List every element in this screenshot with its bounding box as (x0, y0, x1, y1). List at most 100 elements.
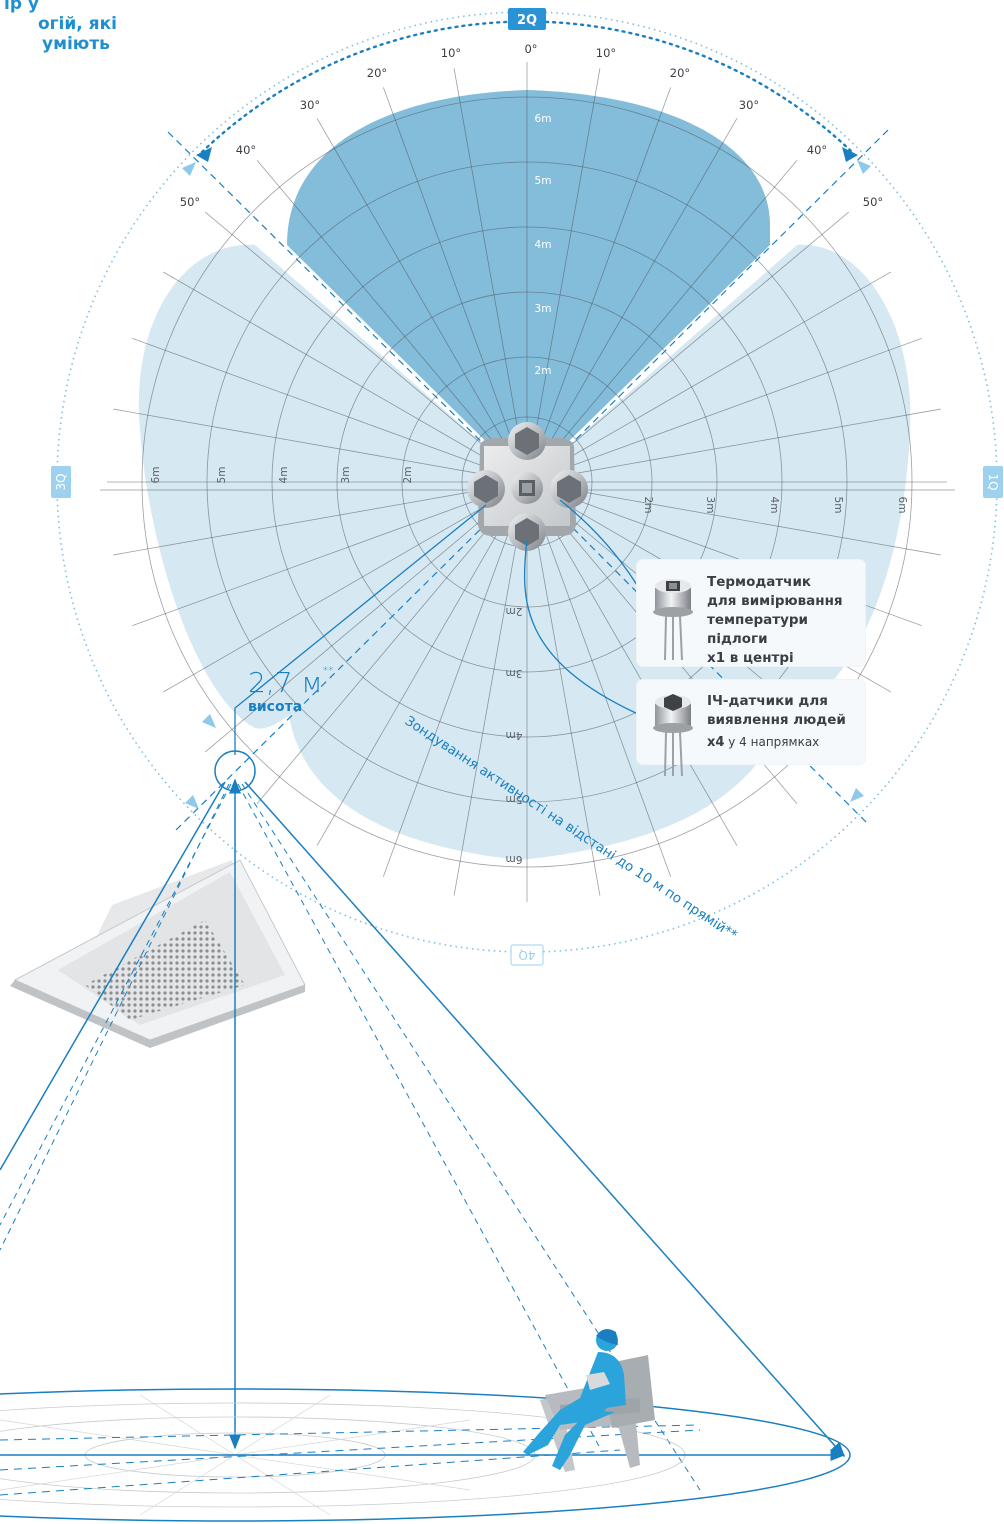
ir-sensor-icon (653, 694, 693, 777)
sensor-module (467, 422, 588, 551)
svg-text:2Q: 2Q (517, 13, 537, 28)
thermo-sensor-card: Термодатчик для вимірювання температури … (637, 560, 865, 666)
distance-label-right-3: 3m (704, 497, 716, 514)
ir-sensor-bottom-icon (508, 513, 546, 551)
grid-ray (533, 68, 601, 443)
dark-sensing-zone (287, 90, 770, 482)
distance-label-top-6: 6m (535, 113, 552, 125)
grid-ray (552, 160, 798, 452)
distance-label-top-2: 2m (535, 365, 552, 377)
quadrant-badge-3q: 3Q (51, 466, 71, 498)
grid-ray (557, 211, 849, 457)
grid-ray (256, 160, 502, 452)
distance-label-bottom-5: 5m (506, 793, 523, 805)
distance-label-left-3: 3m (340, 467, 352, 484)
angle-label-top: 0° (524, 42, 537, 56)
thermo-sensor-icon (653, 579, 693, 661)
angle-label-left-10: 10° (441, 46, 461, 60)
thermo-sensor-title-4: x1 в центрі (707, 650, 794, 666)
distance-label-top-3: 3m (535, 303, 552, 315)
grid-ray (566, 408, 941, 476)
heading: ір у огій, які уміють (0, 0, 170, 54)
height-label: висота (248, 699, 303, 715)
distance-label-bottom-3: 3m (506, 667, 523, 679)
angle-label-right-50: 50° (863, 195, 883, 209)
distance-label-left-4: 4m (278, 467, 290, 484)
grid-ray (566, 488, 941, 556)
distance-label-right-5: 5m (832, 497, 844, 514)
quadrant-badge-1q: 1Q (983, 466, 1003, 498)
svg-text:3Q: 3Q (54, 473, 68, 490)
grid-ray (382, 519, 514, 877)
grid-ray (205, 211, 497, 457)
distance-label-left-2: 2m (402, 467, 414, 484)
zone-left (138, 244, 527, 729)
seated-person-figure (523, 1329, 655, 1472)
arc-arrow-left (196, 147, 212, 162)
svg-text:1Q: 1Q (986, 473, 1000, 490)
distance-label-bottom-2: 2m (506, 605, 523, 617)
range-arrow-left (0, 781, 226, 1171)
grid-ray (540, 519, 672, 877)
grid-ray (564, 337, 922, 469)
distance-label-right-4: 4m (768, 497, 780, 514)
cone-dashed-lines (0, 783, 701, 1491)
grid-ray (163, 501, 493, 693)
heading-line-2: огій, які (38, 14, 117, 34)
angle-label-right-10: 10° (596, 46, 616, 60)
angle-label-left-50: 50° (180, 195, 200, 209)
distance-label-bottom-6: 6m (506, 853, 523, 865)
distance-label-left-5: 5m (216, 467, 228, 484)
grid-ray (132, 337, 490, 469)
angle-label-right-30: 30° (739, 98, 759, 112)
distance-label-top-4: 4m (535, 239, 552, 251)
leader-lines (234, 499, 641, 755)
height-value: 2,7 м** (248, 664, 334, 699)
heading-line-3: уміють (42, 34, 110, 54)
grid-ray (316, 516, 508, 846)
grid-ray (113, 408, 488, 476)
range-arrow (244, 781, 845, 1458)
grid-ray (540, 87, 672, 445)
grid-ray (205, 507, 497, 753)
thermo-sensor-title-1: Термодатчик (707, 574, 812, 590)
distance-label-right-2: 2m (642, 497, 654, 514)
zone-bottom (287, 482, 787, 860)
ceiling-cassette-unit (10, 859, 306, 1048)
distance-label-left-6: 6m (150, 467, 162, 484)
ir-sensor-card: ІЧ-датчики для виявлення людей x4 у 4 на… (637, 680, 865, 777)
distance-label-top-5: 5m (535, 175, 552, 187)
floor-grid (0, 1388, 851, 1522)
ir-sensor-right-icon (550, 470, 588, 508)
ir-sensor-left-icon (467, 470, 505, 508)
angle-labels: 0° 10° 20° 30° 40° 50° 10° 20° 30° 40° 5… (180, 42, 883, 209)
ir-sensor-count: x4 (707, 735, 725, 750)
distance-label-right-6: 6m (896, 497, 908, 514)
distance-label-bottom-4: 4m (506, 729, 523, 741)
angle-label-right-40: 40° (807, 143, 827, 157)
ir-sensor-title-1: ІЧ-датчики для (707, 693, 828, 709)
grid-ray (163, 271, 493, 463)
quadrant-badge-2q: 2Q (508, 8, 546, 30)
grid-ray (316, 118, 508, 448)
angle-label-right-20: 20° (670, 66, 690, 80)
angle-label-left-40: 40° (236, 143, 256, 157)
grid-ray (453, 521, 521, 896)
quadrant-badge-4q: 4Q (510, 944, 544, 966)
heading-line-1: ір у (4, 0, 39, 14)
height-number: 2,7 м (248, 666, 323, 699)
grid-ray (256, 512, 502, 804)
grid-ray (382, 87, 514, 445)
thermo-sensor-title-2: для вимірювання (707, 593, 843, 609)
grid-ray (132, 495, 490, 627)
ir-sensor-top-icon (508, 422, 546, 460)
grid-ray (113, 488, 488, 556)
dashed-diagonals (167, 129, 889, 831)
arc-arrow-right (842, 147, 858, 162)
distance-labels: 2m 3m 4m 5m 6m 2m 3m 4m 5m 6m 2m 3m 4m 5… (150, 113, 908, 865)
ir-sensor-title-2: виявлення людей (707, 712, 846, 728)
grid-ray (561, 271, 891, 463)
angle-label-left-20: 20° (367, 66, 387, 80)
grid-ray (453, 68, 521, 443)
svg-text:4Q: 4Q (518, 948, 535, 962)
